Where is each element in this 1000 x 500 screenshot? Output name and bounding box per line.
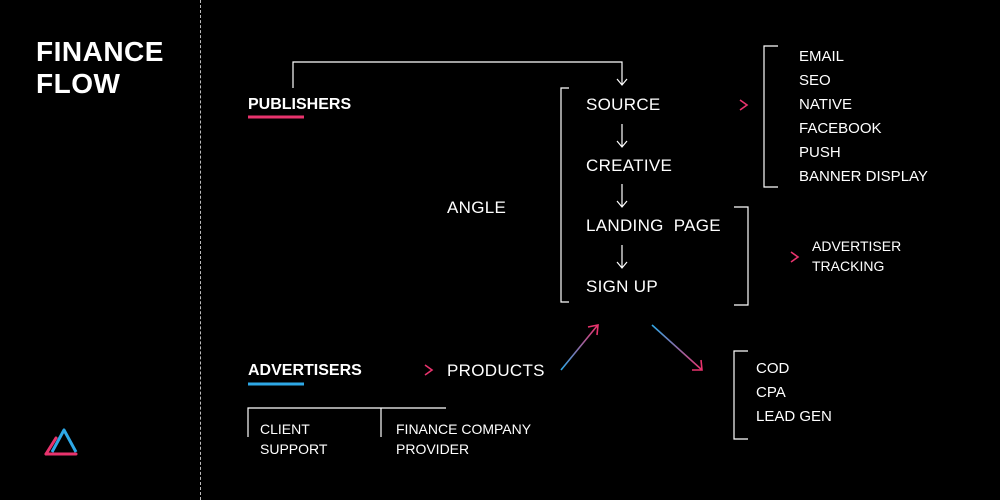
list-item: BANNER DISPLAY: [799, 168, 928, 185]
client-support-line-2: SUPPORT: [260, 441, 328, 457]
finance-provider-label: FINANCE COMPANY PROVIDER: [396, 419, 531, 459]
client-support-label: CLIENT SUPPORT: [260, 419, 327, 459]
logo-triangle-icon: [44, 428, 78, 456]
publishers-label: PUBLISHERS: [248, 96, 352, 113]
list-item: CPA: [756, 384, 786, 401]
payouts-bracket: [733, 350, 748, 440]
flow-step-creative: CREATIVE: [586, 156, 673, 175]
title-line-2: FLOW: [36, 68, 121, 99]
angle-label: ANGLE: [447, 198, 507, 217]
list-item: FACEBOOK: [799, 120, 882, 137]
client-support-line-1: CLIENT: [260, 421, 310, 437]
publishers-to-source-connector: [292, 61, 628, 88]
products-to-flow-arrow: [560, 324, 599, 371]
advertiser-support-frame: [247, 407, 446, 437]
list-item: SEO: [799, 72, 831, 89]
tracking-line-2: TRACKING: [812, 258, 885, 274]
tracking-arrow: [763, 251, 800, 263]
finance-provider-line-2: PROVIDER: [396, 441, 470, 457]
page-title: FINANCE FLOW: [36, 36, 164, 100]
source-to-channels-arrow: [692, 99, 749, 111]
source-channels-list: EMAIL SEO NATIVE FACEBOOK PUSH BANNER DI…: [799, 45, 928, 189]
tracking-line-1: ADVERTISER: [812, 238, 902, 254]
channels-bracket: [763, 45, 778, 188]
arrow-down-icon: [616, 184, 628, 208]
payout-models-list: COD CPA LEAD GEN: [756, 357, 832, 429]
list-item: COD: [756, 360, 790, 377]
list-item: EMAIL: [799, 48, 845, 65]
advertisers-label: ADVERTISERS: [248, 362, 362, 379]
arrow-down-icon: [616, 245, 628, 269]
list-item: NATIVE: [799, 96, 853, 113]
angle-bracket: [560, 87, 569, 303]
flow-to-payouts-arrow: [651, 324, 703, 371]
products-label: PRODUCTS: [447, 361, 545, 380]
flow-step-source: SOURCE: [586, 95, 661, 114]
advertiser-tracking-label: ADVERTISER TRACKING: [812, 236, 901, 276]
flow-step-landing-page: LANDING PAGE: [586, 216, 721, 235]
advertisers-to-products-arrow: [381, 364, 434, 376]
arrow-down-icon: [616, 124, 628, 148]
step-arrows: [616, 124, 628, 269]
list-item: PUSH: [799, 144, 841, 161]
title-line-1: FINANCE: [36, 36, 164, 67]
flow-step-sign-up: SIGN UP: [586, 277, 659, 296]
list-item: LEAD GEN: [756, 408, 832, 425]
finance-provider-line-1: FINANCE COMPANY: [396, 421, 532, 437]
vertical-divider: [200, 0, 201, 500]
tracking-bracket: [734, 206, 749, 306]
